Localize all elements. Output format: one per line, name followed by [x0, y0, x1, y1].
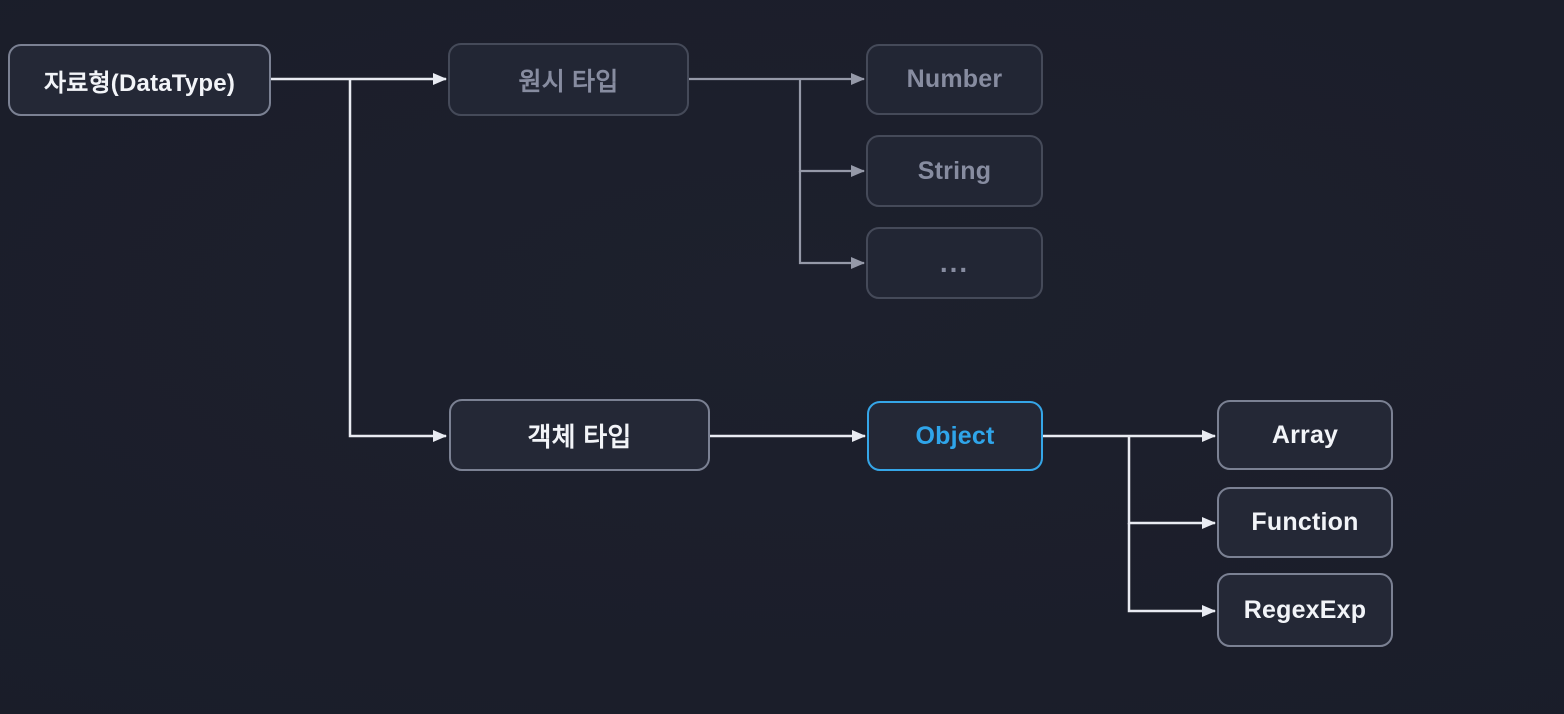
edge-datatype-objecttype — [348, 79, 447, 442]
node-number: Number — [866, 44, 1043, 115]
edge-object-function — [1127, 436, 1216, 529]
edge-primitive-ellipsis — [798, 171, 865, 269]
node-object: Object — [867, 401, 1043, 471]
node-datatype: 자료형(DataType) — [8, 44, 271, 116]
edge-object-regexexp — [1127, 523, 1216, 617]
node-ellipsis: ... — [866, 227, 1043, 299]
node-function: Function — [1217, 487, 1393, 558]
node-primitive-type: 원시 타입 — [448, 43, 689, 116]
node-array: Array — [1217, 400, 1393, 470]
node-object-type: 객체 타입 — [449, 399, 710, 471]
edge-primitive-string — [798, 79, 865, 177]
node-string: String — [866, 135, 1043, 207]
node-regexexp: RegexExp — [1217, 573, 1393, 647]
